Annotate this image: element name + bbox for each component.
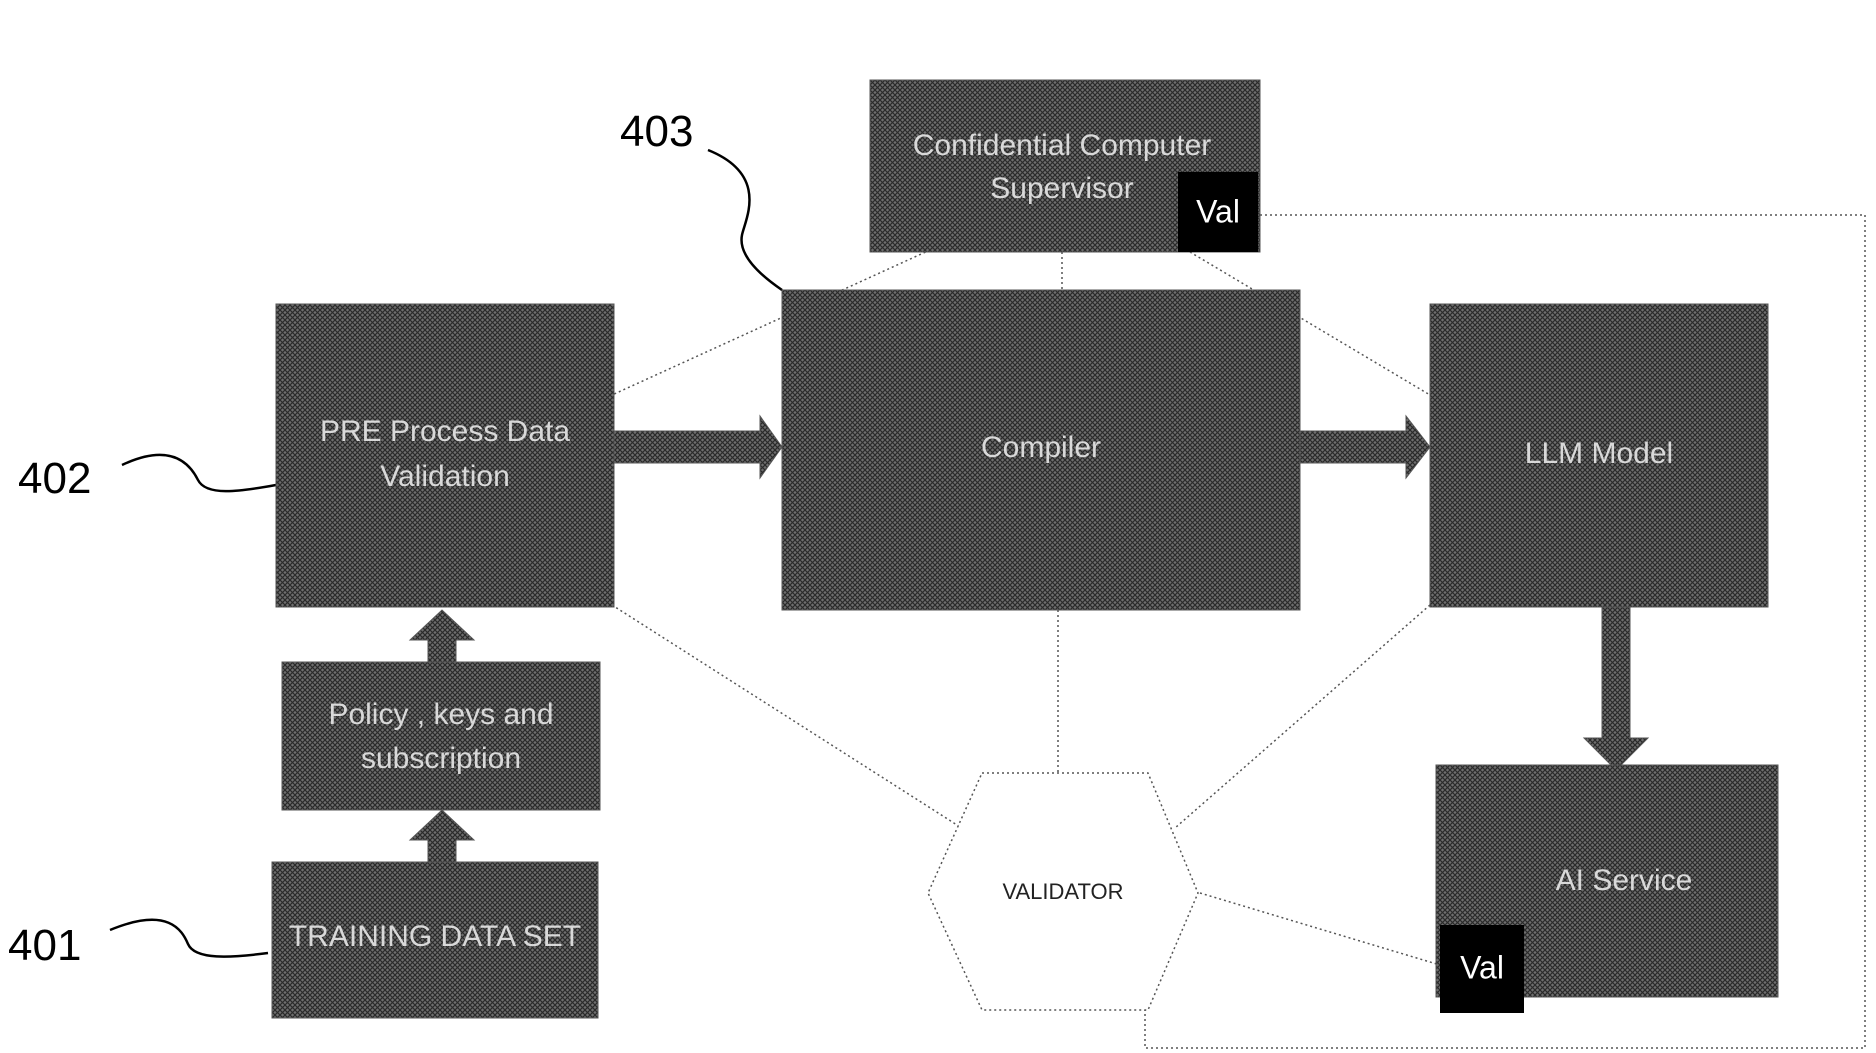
node-training-data-set: TRAINING DATA SET [272,862,598,1018]
lead-402 [122,455,276,491]
lead-403 [708,150,782,290]
ref-403: 403 [620,107,693,156]
arrow-policy-to-preprocess [410,610,474,662]
node-ai-service: AI Service Val [1436,765,1778,1013]
node-preprocess: PRE Process Data Validation [276,304,614,607]
ref-402: 402 [18,454,91,503]
val-badge-supervisor-label: Val [1196,193,1240,229]
preprocess-label-line2: Validation [380,460,510,493]
validator-label: VALIDATOR [1002,879,1123,904]
connector-llm-validator [1175,605,1430,828]
supervisor-label-line1: Confidential Computer [913,129,1212,162]
llm-model-label: LLM Model [1525,437,1673,470]
training-data-set-label: TRAINING DATA SET [289,920,581,953]
compiler-label: Compiler [981,431,1101,464]
node-llm-model: LLM Model [1430,304,1768,607]
connector-preprocess-validator [612,605,968,832]
node-validator: VALIDATOR [928,773,1198,1010]
preprocess-label-line1: PRE Process Data [320,415,570,448]
ai-service-label: AI Service [1556,864,1693,897]
node-policy: Policy , keys and subscription [282,662,600,810]
connector-validator-aiservice [1200,893,1440,965]
node-compiler: Compiler [782,290,1300,610]
node-supervisor: Confidential Computer Supervisor Val [870,80,1260,252]
ref-401: 401 [8,921,81,970]
arrow-llm-to-aiservice [1584,607,1648,770]
policy-label-line2: subscription [361,742,521,775]
supervisor-label-line2: Supervisor [990,172,1133,205]
val-badge-ai-service-label: Val [1460,949,1504,985]
arrow-training-to-policy [410,810,474,862]
lead-401 [110,920,268,957]
policy-label-line1: Policy , keys and [328,698,553,731]
arrow-compiler-to-llm [1300,416,1430,478]
arrow-preprocess-to-compiler [614,416,782,478]
